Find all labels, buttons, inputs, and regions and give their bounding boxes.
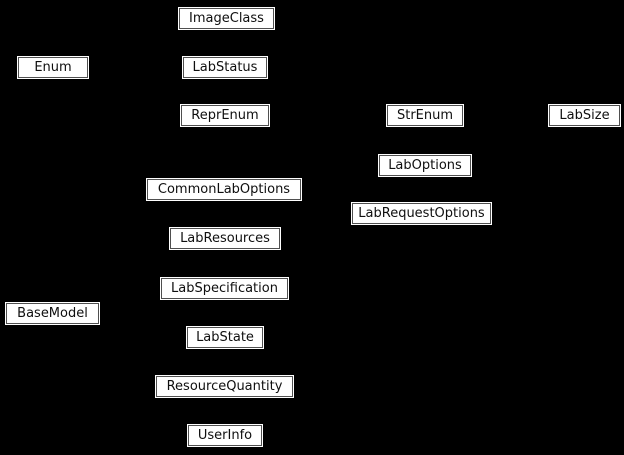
node-labspecification[interactable]: LabSpecification (160, 277, 289, 300)
node-enum[interactable]: Enum (17, 56, 89, 79)
node-labstate[interactable]: LabState (186, 326, 264, 349)
node-resourcequantity[interactable]: ResourceQuantity (155, 375, 294, 398)
node-basemodel[interactable]: BaseModel (5, 302, 100, 325)
node-laboptions[interactable]: LabOptions (378, 154, 472, 177)
node-commonlaboptions[interactable]: CommonLabOptions (146, 178, 302, 201)
node-strenum[interactable]: StrEnum (386, 104, 464, 127)
node-userinfo[interactable]: UserInfo (187, 424, 263, 447)
node-labrequestoptions[interactable]: LabRequestOptions (351, 202, 492, 225)
node-imageclass[interactable]: ImageClass (178, 7, 275, 30)
node-labsize[interactable]: LabSize (548, 104, 621, 127)
node-reprenum[interactable]: ReprEnum (180, 104, 270, 127)
node-labresources[interactable]: LabResources (169, 227, 281, 250)
node-labstatus[interactable]: LabStatus (182, 56, 268, 79)
